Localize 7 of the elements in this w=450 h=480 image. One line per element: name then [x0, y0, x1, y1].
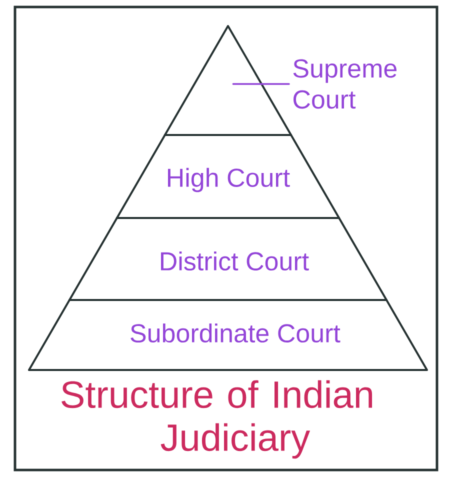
pyramid-top-triangle — [164, 25, 292, 136]
callout-label: Supreme Court — [293, 59, 397, 109]
caption: Structure of Indian Judiciary — [62, 380, 372, 459]
leader-line — [232, 83, 290, 85]
pyramid-tier: District Court — [68, 217, 388, 301]
pyramid-tier: High Court — [116, 134, 340, 219]
pyramid-tier: Subordinate Court — [28, 299, 428, 371]
